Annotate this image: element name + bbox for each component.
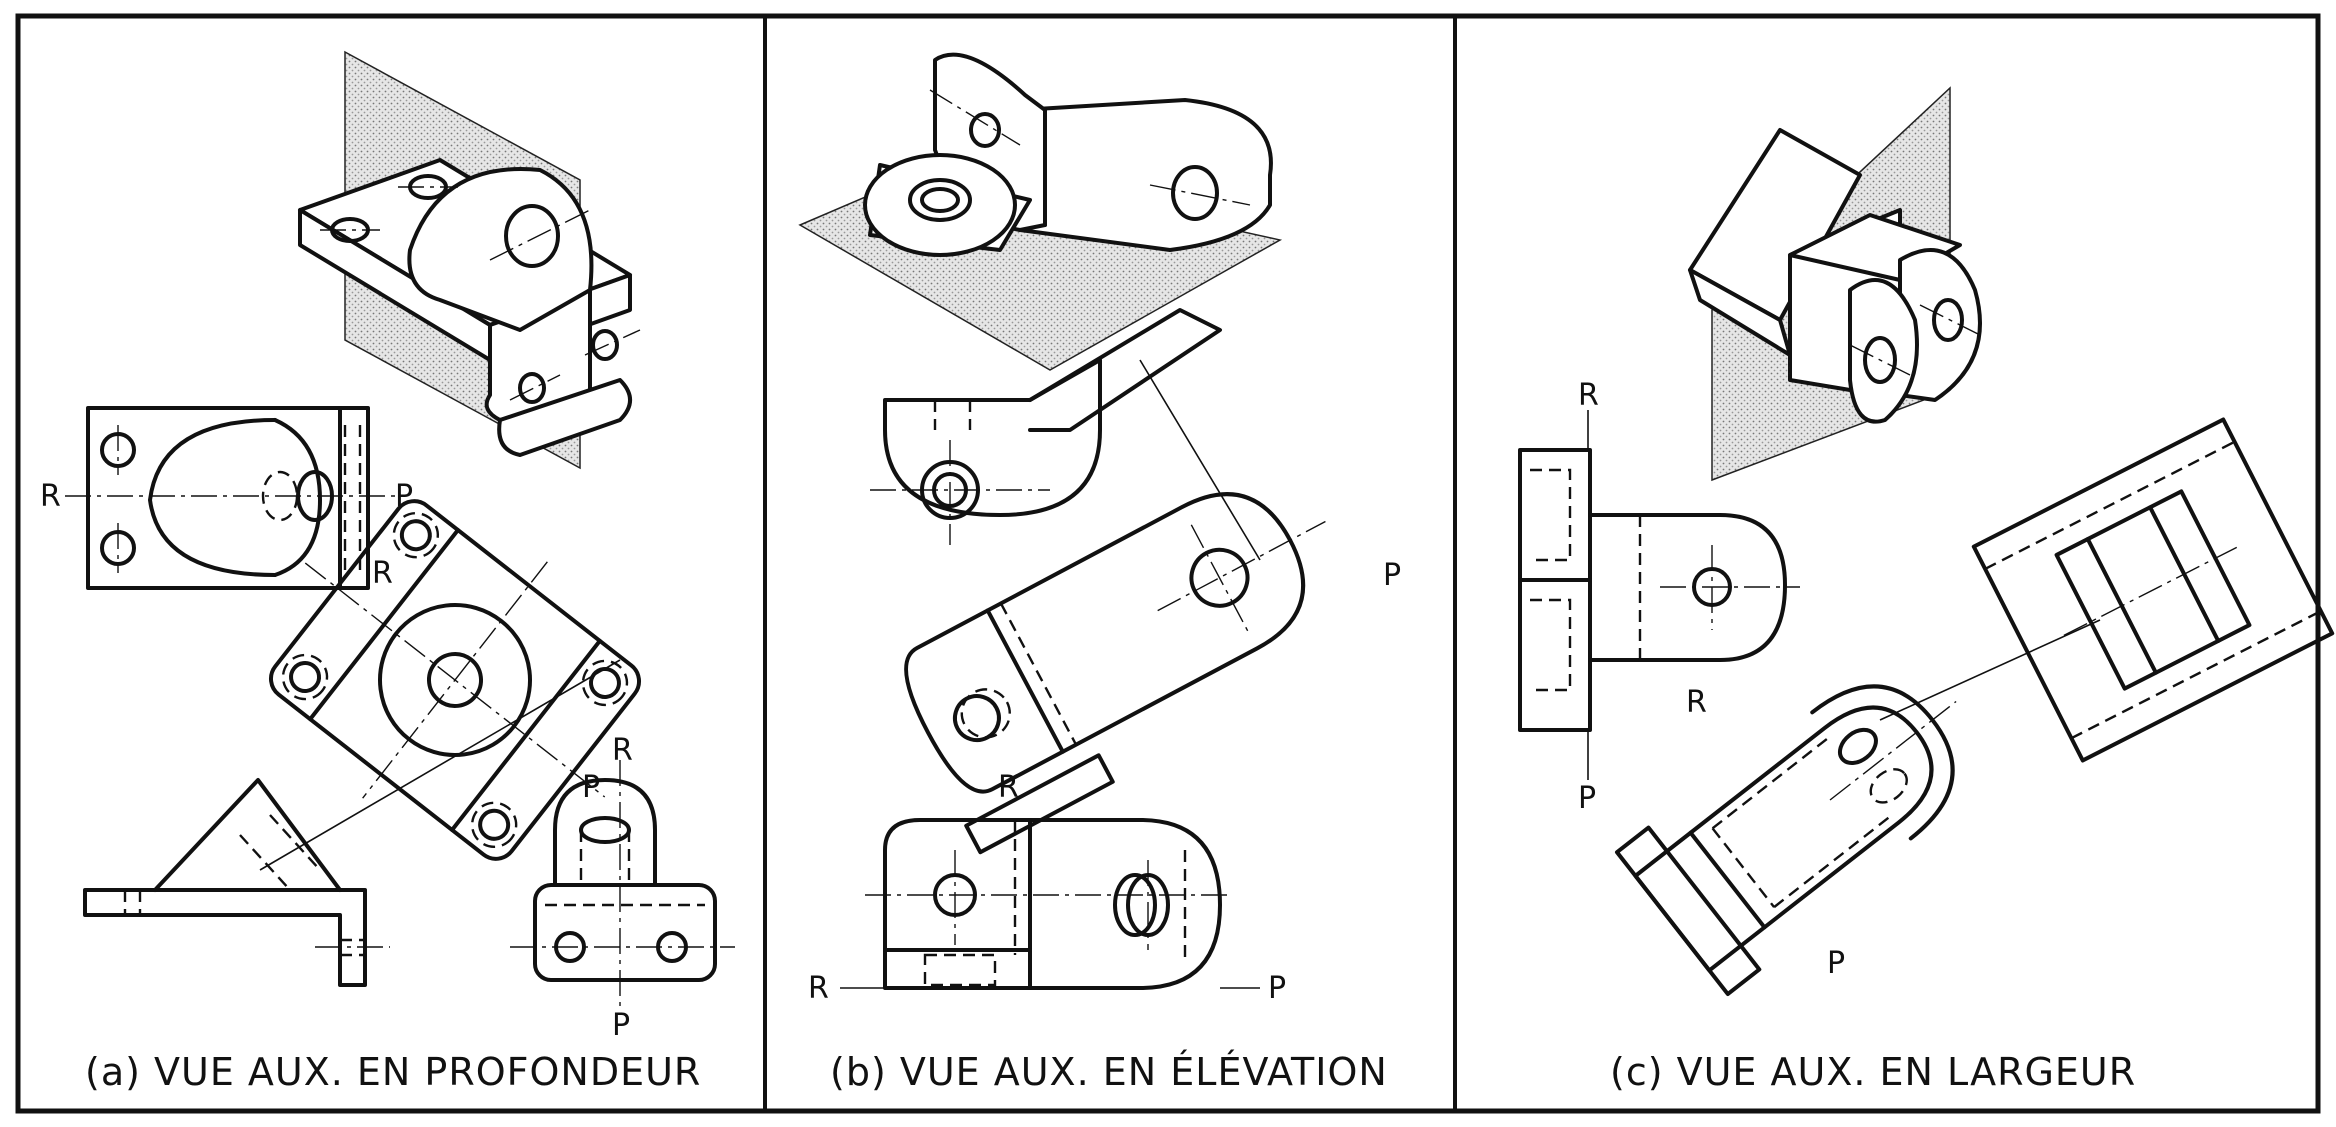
panel-b-label-r-bottom: R: [808, 971, 829, 1006]
panel-a-caption: (a) VUE AUX. EN PROFONDEUR: [85, 1050, 701, 1094]
panel-c-pictorial: [1688, 86, 1982, 482]
panel-a-bottom-view: [83, 778, 390, 987]
panel-c-label-p-bottom: P: [1578, 781, 1596, 816]
panel-c-auxiliary-clevis: [1614, 684, 1957, 997]
panel-b-label-r-aux: R: [998, 770, 1019, 805]
panel-b: P R R P (b) VUE AUX. EN ÉLÉVATION: [798, 52, 1401, 1094]
sheet-border: [15, 13, 2321, 1114]
panel-a-pictorial: [298, 50, 641, 470]
panel-a-side-view: [510, 760, 735, 1010]
panel-c-auxiliary-square: [1971, 417, 2335, 763]
panel-b-label-p-aux: P: [1383, 558, 1401, 593]
panel-b-top-view: [870, 308, 1261, 561]
panel-c-label-p-aux: P: [1827, 946, 1845, 981]
panel-a-label-p-side: P: [612, 1008, 630, 1043]
panel-b-caption: (b) VUE AUX. EN ÉLÉVATION: [830, 1050, 1388, 1094]
panel-a-auxiliary-view: [268, 499, 642, 861]
panel-b-pictorial: [798, 52, 1283, 371]
panel-a-front-view: [65, 406, 400, 590]
panel-a-label-r-main: R: [40, 479, 61, 514]
panel-c-side-view: [1518, 410, 1800, 780]
panel-a-label-r-aux: R: [372, 556, 393, 591]
panel-a: R P R P: [40, 50, 735, 1094]
panel-c-caption: (c) VUE AUX. EN LARGEUR: [1610, 1050, 2136, 1094]
panel-c: R P R P (c) VUE AUX. EN LAR: [1518, 86, 2335, 1094]
panel-b-auxiliary-view: [904, 492, 1326, 855]
panel-c-label-r-aux: R: [1686, 685, 1707, 720]
panel-b-front-view: [840, 818, 1260, 990]
panel-c-label-r-top: R: [1578, 378, 1599, 413]
panel-c-projection-line: [1879, 619, 2101, 721]
panel-a-label-r-side: R: [612, 733, 633, 768]
panel-b-label-p-bottom: P: [1268, 971, 1286, 1006]
panel-a-projection-line: [259, 659, 621, 871]
panel-a-label-p-aux: P: [582, 770, 600, 805]
